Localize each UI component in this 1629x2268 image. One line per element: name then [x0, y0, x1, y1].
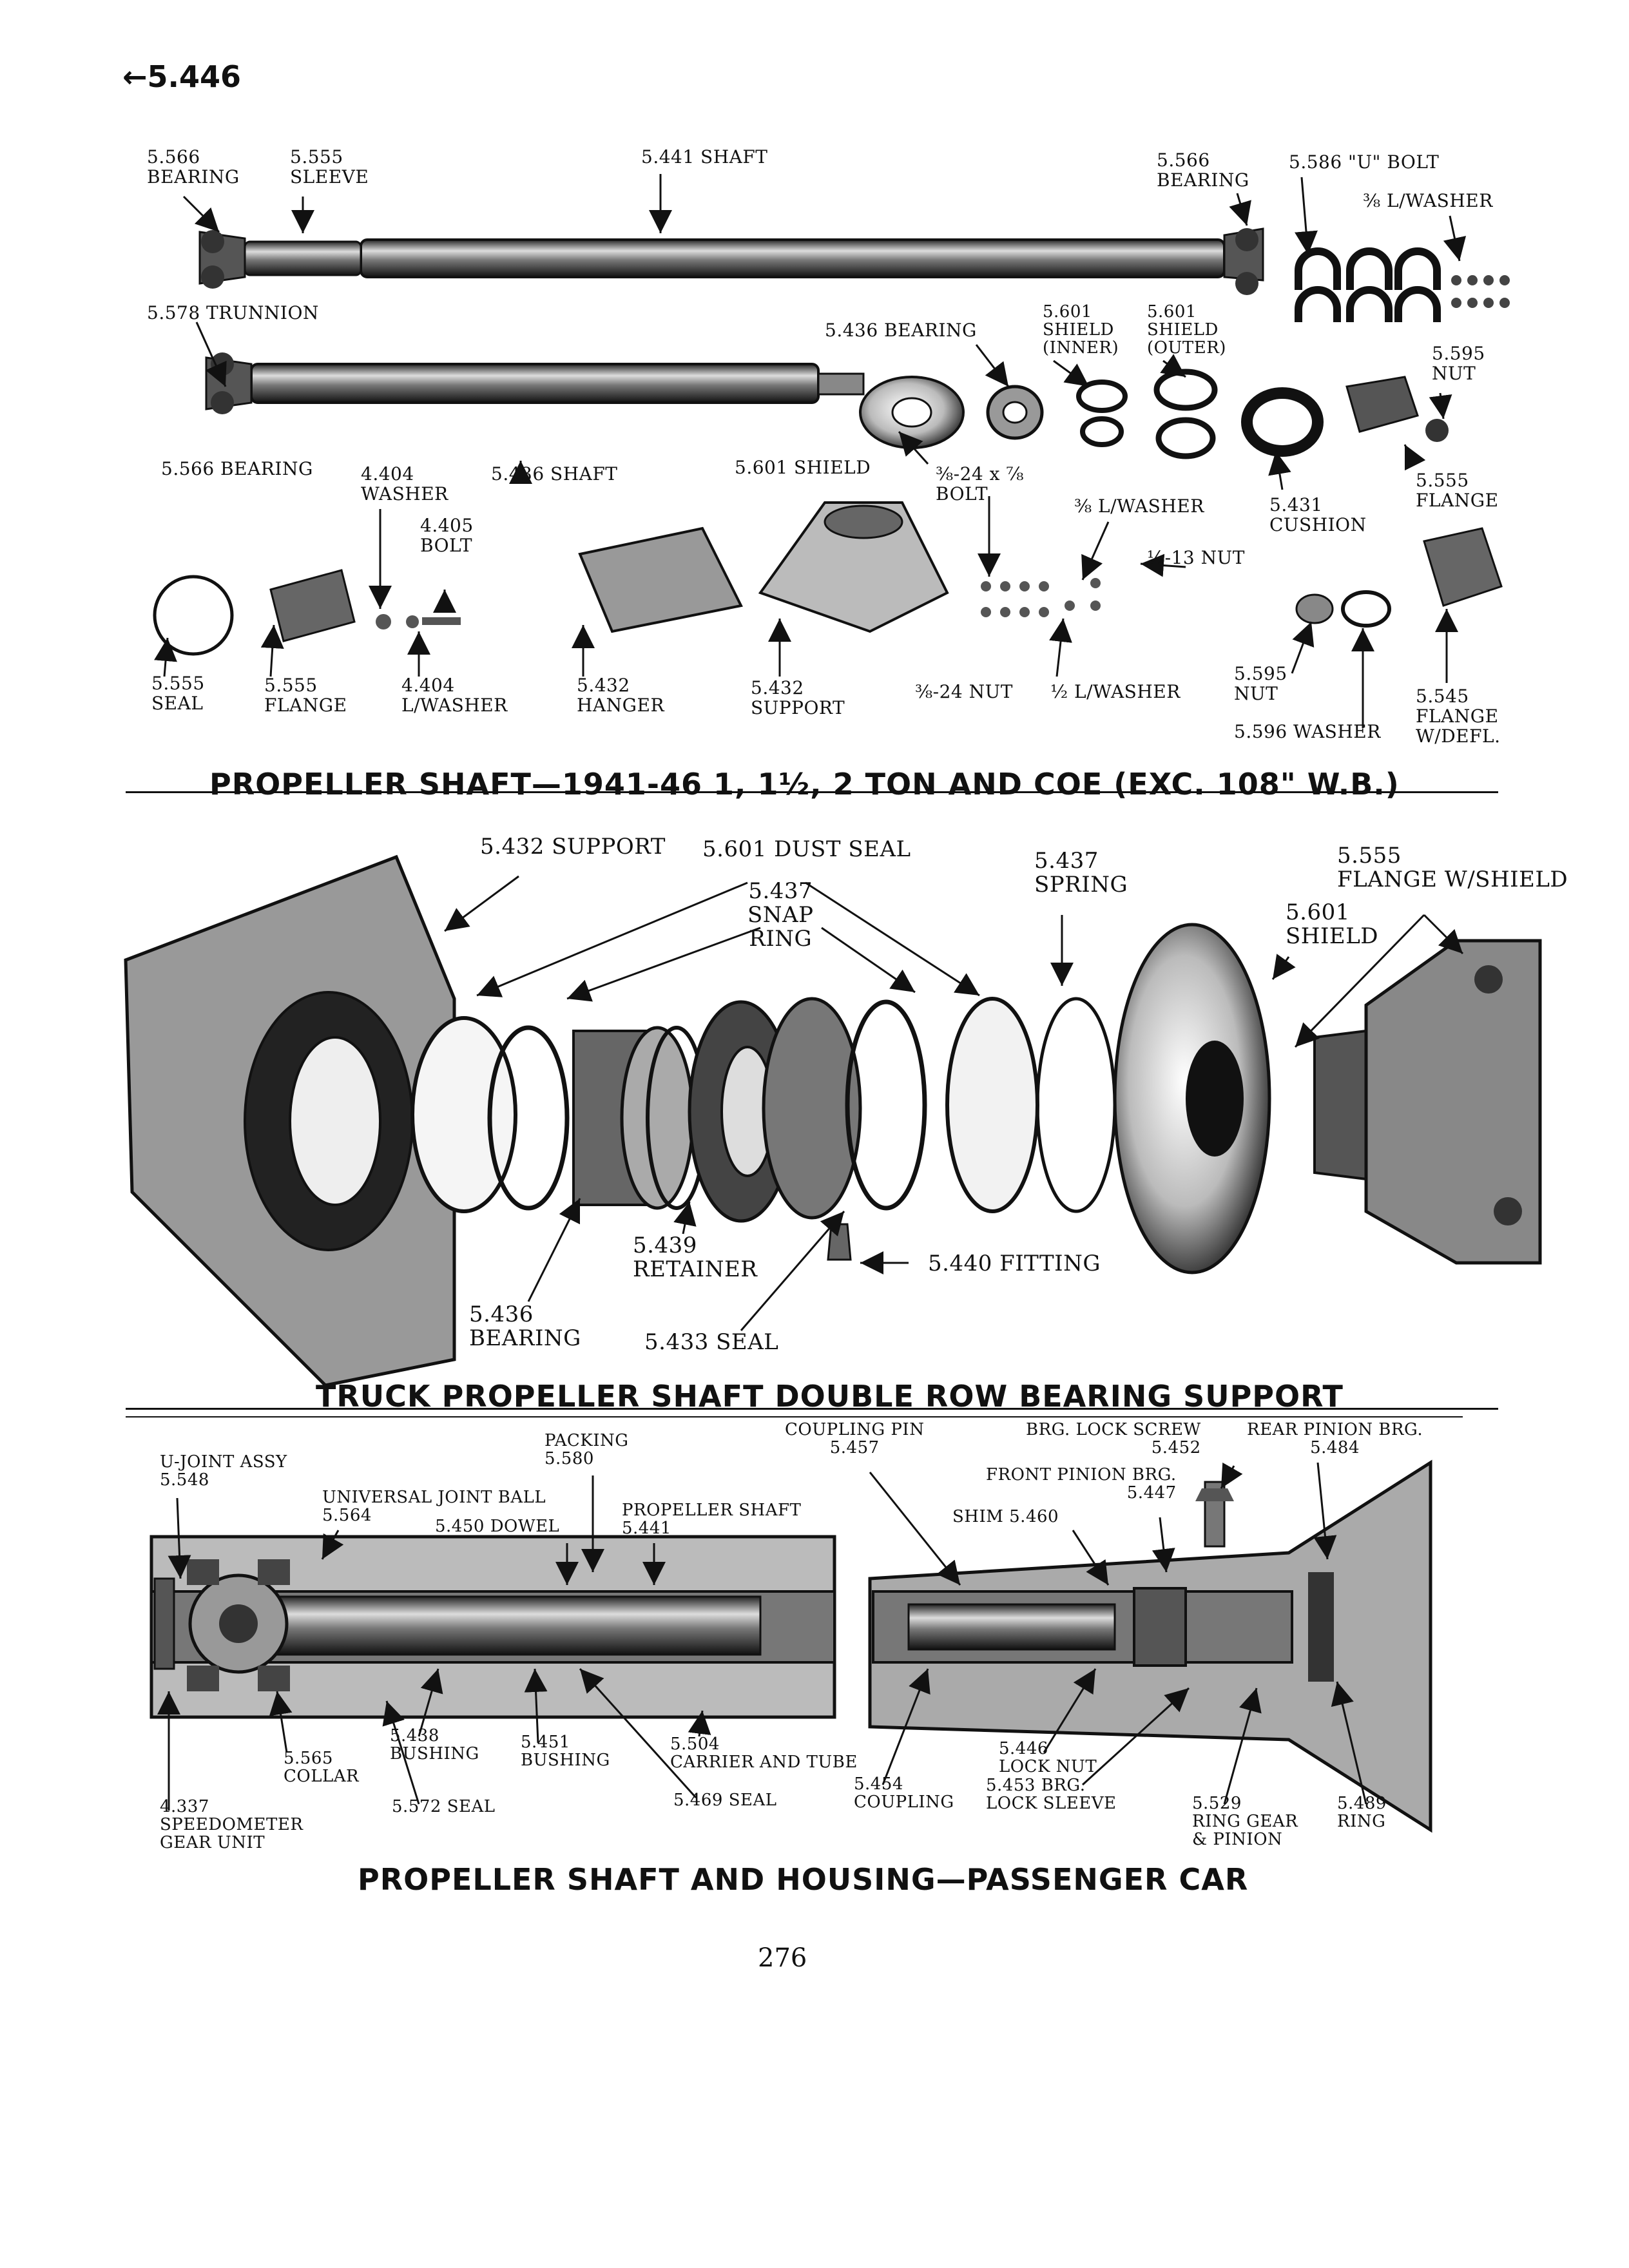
- part-label: 5.433 SEAL: [644, 1329, 779, 1355]
- part-label: 5.439 RETAINER: [633, 1233, 758, 1282]
- part-label: 4.405 BOLT: [420, 515, 474, 556]
- section-divider: [126, 1416, 1463, 1418]
- lock-washers: [1451, 275, 1510, 308]
- part-label: ⅜ L/WASHER: [1363, 190, 1493, 211]
- part-label: 5.450 DOWEL: [435, 1517, 560, 1536]
- part-label: 5.601 SHIELD: [735, 457, 871, 478]
- part-label: 5.451 BUSHING: [521, 1733, 610, 1770]
- part-label: PROPELLER SHAFT 5.441: [622, 1501, 802, 1538]
- part-label: 5.436 BEARING: [825, 320, 977, 341]
- part-label: 5.432 HANGER: [577, 675, 665, 716]
- section3-leader-lines: [157, 1462, 1367, 1811]
- section-title: PROPELLER SHAFT AND HOUSING—PASSENGER CA…: [358, 1862, 1249, 1897]
- part-label: COUPLING PIN 5.457: [785, 1420, 925, 1457]
- part-label: SHIM 5.460: [952, 1507, 1059, 1526]
- part-label: ½-13 NUT: [1147, 547, 1245, 568]
- part-label: 5.469 SEAL: [673, 1791, 777, 1810]
- part-label: 4.404 WASHER: [361, 463, 448, 505]
- page-reference: ←5.446: [122, 59, 242, 94]
- part-label: 5.431 CUSHION: [1269, 494, 1367, 535]
- part-label: FRONT PINION BRG. 5.447: [986, 1465, 1177, 1503]
- page-number: 276: [758, 1943, 807, 1973]
- part-label: 5.586 "U" BOLT: [1289, 151, 1440, 173]
- part-label: 5.566 BEARING: [147, 146, 240, 187]
- part-label: 5.432 SUPPORT: [751, 677, 845, 718]
- part-label: ⅜ L/WASHER: [1074, 495, 1204, 517]
- part-label: 5.454 COUPLING: [854, 1774, 954, 1812]
- support-hanger-parts: [153, 501, 1503, 656]
- part-label: REAR PINION BRG. 5.484: [1247, 1420, 1423, 1457]
- part-label: 5.595 NUT: [1432, 343, 1485, 384]
- passenger-housing-left: [149, 1535, 836, 1719]
- part-label: 5.601 DUST SEAL: [702, 836, 911, 862]
- part-label: 5.595 NUT: [1234, 663, 1287, 704]
- part-label: 5.437 SNAP RING: [747, 878, 814, 952]
- part-label: 5.555 SEAL: [151, 673, 205, 714]
- part-label: 5.601 SHIELD: [1286, 899, 1379, 949]
- part-label: PACKING 5.580: [545, 1431, 629, 1468]
- part-label: 5.601 SHIELD (OUTER): [1147, 302, 1226, 358]
- part-label: 5.441 SHAFT: [641, 146, 768, 168]
- part-label: 4.404 L/WASHER: [401, 675, 508, 716]
- part-label: UNIVERSAL JOINT BALL 5.564: [322, 1488, 546, 1525]
- part-label: 5.565 COLLAR: [284, 1749, 360, 1786]
- bearing-support-exploded: [124, 854, 1542, 1387]
- u-bolts: [1295, 247, 1441, 322]
- part-label: 5.489 RING: [1337, 1794, 1387, 1831]
- section-divider: [126, 791, 1498, 793]
- part-label: 5.438 BUSHING: [390, 1726, 479, 1763]
- section-title: TRUCK PROPELLER SHAFT DOUBLE ROW BEARING…: [316, 1379, 1344, 1414]
- part-label: 5.555 SLEEVE: [290, 146, 369, 187]
- part-label: 5.453 BRG. LOCK SLEEVE: [986, 1776, 1117, 1813]
- part-label: ½ L/WASHER: [1050, 681, 1181, 702]
- part-label: 5.504 CARRIER AND TUBE: [670, 1735, 858, 1772]
- part-label: 5.437 SPRING: [1034, 848, 1128, 898]
- section-title: PROPELLER SHAFT—1941-46 1, 1½, 2 TON AND…: [209, 767, 1400, 802]
- part-label: BRG. LOCK SCREW 5.452: [1026, 1420, 1201, 1457]
- part-label: 5.578 TRUNNION: [147, 302, 319, 323]
- shaft-assembly-lower: [205, 352, 865, 414]
- part-label: 5.432 SUPPORT: [480, 834, 666, 860]
- part-label: 5.545 FLANGE W/DEFL.: [1416, 686, 1501, 747]
- shield-and-bearing-parts: [859, 369, 1449, 459]
- part-label: 5.555 FLANGE W/SHIELD: [1337, 843, 1568, 892]
- part-label: 4.337 SPEEDOMETER GEAR UNIT: [160, 1797, 304, 1852]
- part-label: 5.436 BEARING: [469, 1302, 581, 1351]
- part-label: 5.572 SEAL: [392, 1797, 496, 1816]
- part-label: 5.566 BEARING: [161, 458, 313, 479]
- section2-leader-lines: [444, 875, 1464, 1331]
- part-label: 5.566 BEARING: [1157, 149, 1249, 191]
- part-label: U-JOINT ASSY 5.548: [160, 1452, 287, 1490]
- part-label: 5.529 RING GEAR & PINION: [1192, 1794, 1298, 1849]
- passenger-housing-right: [868, 1459, 1432, 1833]
- section-divider: [126, 1408, 1498, 1410]
- section1-leader-lines: [154, 174, 1467, 728]
- part-label: 5.601 SHIELD (INNER): [1043, 302, 1119, 358]
- part-label: ⅜-24 NUT: [915, 681, 1013, 702]
- part-label: 5.596 WASHER: [1234, 721, 1381, 742]
- part-label: 5.555 FLANGE: [1416, 470, 1499, 511]
- part-label: 5.555 FLANGE: [264, 675, 347, 716]
- part-label: 5.436 SHAFT: [491, 463, 618, 485]
- part-label: 5.440 FITTING: [928, 1251, 1101, 1276]
- shaft-assembly-upper: [198, 227, 1264, 295]
- part-label: ⅜-24 x ⅞ BOLT: [936, 463, 1024, 505]
- part-label: 5.446 LOCK NUT: [999, 1739, 1097, 1776]
